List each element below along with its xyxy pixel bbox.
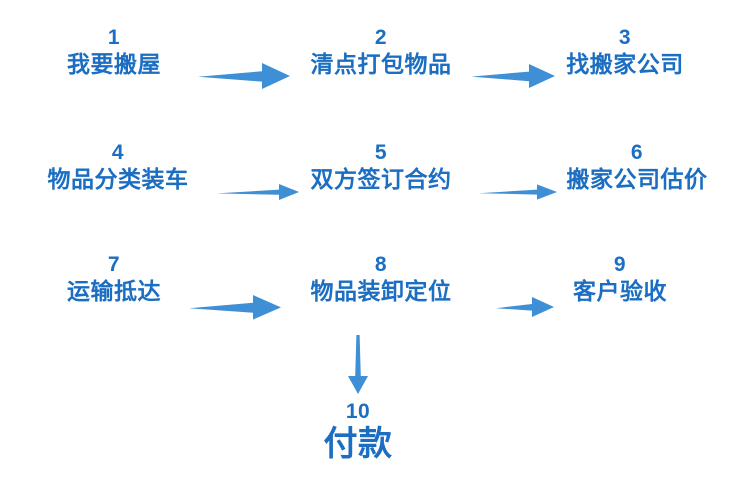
step-label: 客户验收 [573, 278, 667, 305]
arrow-right-icon-5-to-6 [477, 182, 559, 202]
step-label: 找搬家公司 [566, 51, 684, 78]
flow-step-4[interactable]: 4 物品分类装车 [48, 141, 189, 194]
arrow-right-icon-7-to-8 [187, 293, 283, 321]
arrow-right-icon-1-to-2 [196, 61, 292, 91]
flow-step-9[interactable]: 9 客户验收 [573, 253, 667, 306]
arrow-right-icon-4-to-5 [215, 182, 301, 202]
step-number: 9 [613, 253, 627, 276]
step-label: 运输抵达 [67, 278, 161, 305]
step-label: 清点打包物品 [310, 51, 452, 78]
arrow-down-icon-8-to-10 [345, 334, 371, 396]
step-number: 5 [374, 141, 388, 164]
step-number: 3 [618, 26, 632, 49]
flow-step-3[interactable]: 3 找搬家公司 [566, 26, 684, 79]
step-label: 搬家公司估价 [566, 166, 708, 193]
flow-step-8[interactable]: 8 物品装卸定位 [311, 253, 452, 306]
flow-step-1[interactable]: 1 我要搬屋 [67, 26, 161, 79]
flow-step-5[interactable]: 5 双方签订合约 [311, 141, 452, 194]
flow-step-10[interactable]: 10 付款 [324, 400, 393, 465]
step-number: 10 [345, 400, 371, 423]
step-number: 7 [107, 253, 121, 276]
step-number: 6 [630, 141, 644, 164]
flow-step-6[interactable]: 6 搬家公司估价 [567, 141, 708, 194]
step-label: 付款 [323, 425, 393, 464]
arrow-right-icon-2-to-3 [469, 62, 557, 90]
step-number: 8 [374, 253, 388, 276]
arrow-right-icon-8-to-9 [494, 295, 556, 319]
step-number: 1 [107, 26, 121, 49]
step-label: 物品分类装车 [47, 166, 189, 193]
flow-step-7[interactable]: 7 运输抵达 [67, 253, 161, 306]
step-label: 物品装卸定位 [310, 278, 452, 305]
step-number: 2 [374, 26, 388, 49]
step-label: 双方签订合约 [310, 166, 452, 193]
step-number: 4 [111, 141, 125, 164]
step-label: 我要搬屋 [67, 51, 161, 78]
flow-step-2[interactable]: 2 清点打包物品 [311, 26, 452, 79]
